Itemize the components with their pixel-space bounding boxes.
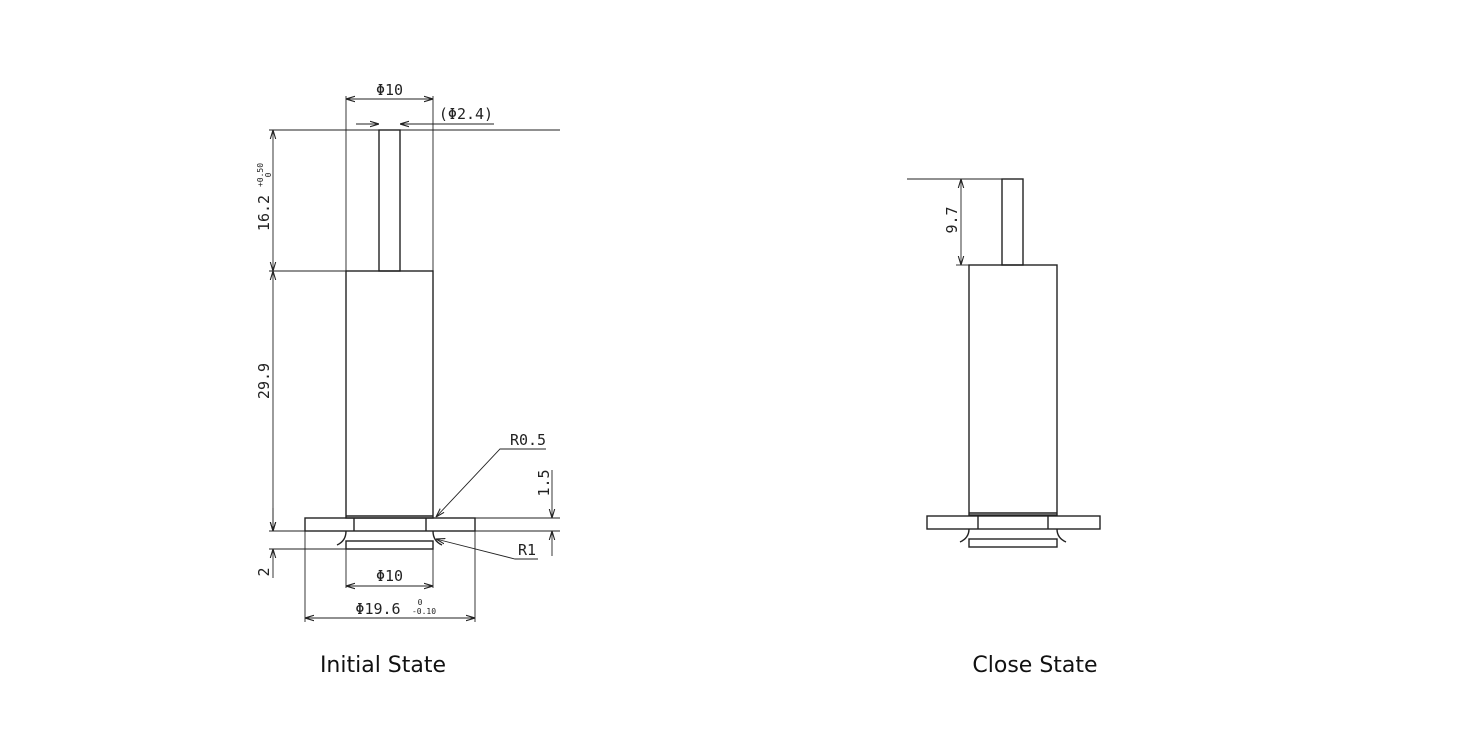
- dim-2: 2: [255, 567, 273, 576]
- main-body: [968, 264, 1058, 516]
- main-body: [345, 270, 434, 519]
- dim-r0-5: R0.5: [510, 431, 546, 449]
- leader-r1: [436, 539, 538, 560]
- fillet: [959, 528, 1067, 543]
- dim-phi10-top: Φ10: [376, 81, 403, 99]
- leader-r0-5: [436, 448, 546, 517]
- initial-state-drawing: Φ10 (Φ2.4) 16.2 +0.50 0 29.9 R0.5 1.5 R1…: [255, 81, 560, 678]
- dim-phi10-bottom: Φ10: [376, 567, 403, 585]
- flange: [926, 515, 1101, 530]
- dim-9-7: 9.7: [943, 206, 961, 233]
- close-state-drawing: 9.7 Close State: [907, 178, 1101, 678]
- pin-rod: [1001, 178, 1024, 266]
- dim-16-2-tol-upper: +0.50: [256, 163, 265, 187]
- caption-close-state: Close State: [972, 653, 1097, 678]
- dim-phi19-6-tol-lower: -0.10: [412, 607, 436, 616]
- initial-part-outline: [304, 129, 476, 550]
- dim-16-2: 16.2: [255, 195, 273, 231]
- dim-r1: R1: [518, 541, 536, 559]
- dim-1-5: 1.5: [535, 469, 553, 496]
- dim-phi19-6: Φ19.6: [355, 600, 400, 618]
- dim-16-2-tol-lower: 0: [264, 172, 273, 177]
- fillet-r1: [336, 530, 443, 546]
- extension-lines: [269, 96, 560, 622]
- bottom-boss: [968, 538, 1058, 548]
- bottom-boss: [345, 540, 434, 550]
- dim-phi19-6-tol-upper: 0: [418, 598, 423, 607]
- flange: [304, 517, 476, 532]
- caption-initial-state: Initial State: [320, 653, 446, 678]
- dim-phi2-4: (Φ2.4): [439, 105, 493, 123]
- close-part-outline: [926, 178, 1101, 548]
- dim-29-9: 29.9: [255, 363, 273, 399]
- pin-rod: [378, 129, 401, 272]
